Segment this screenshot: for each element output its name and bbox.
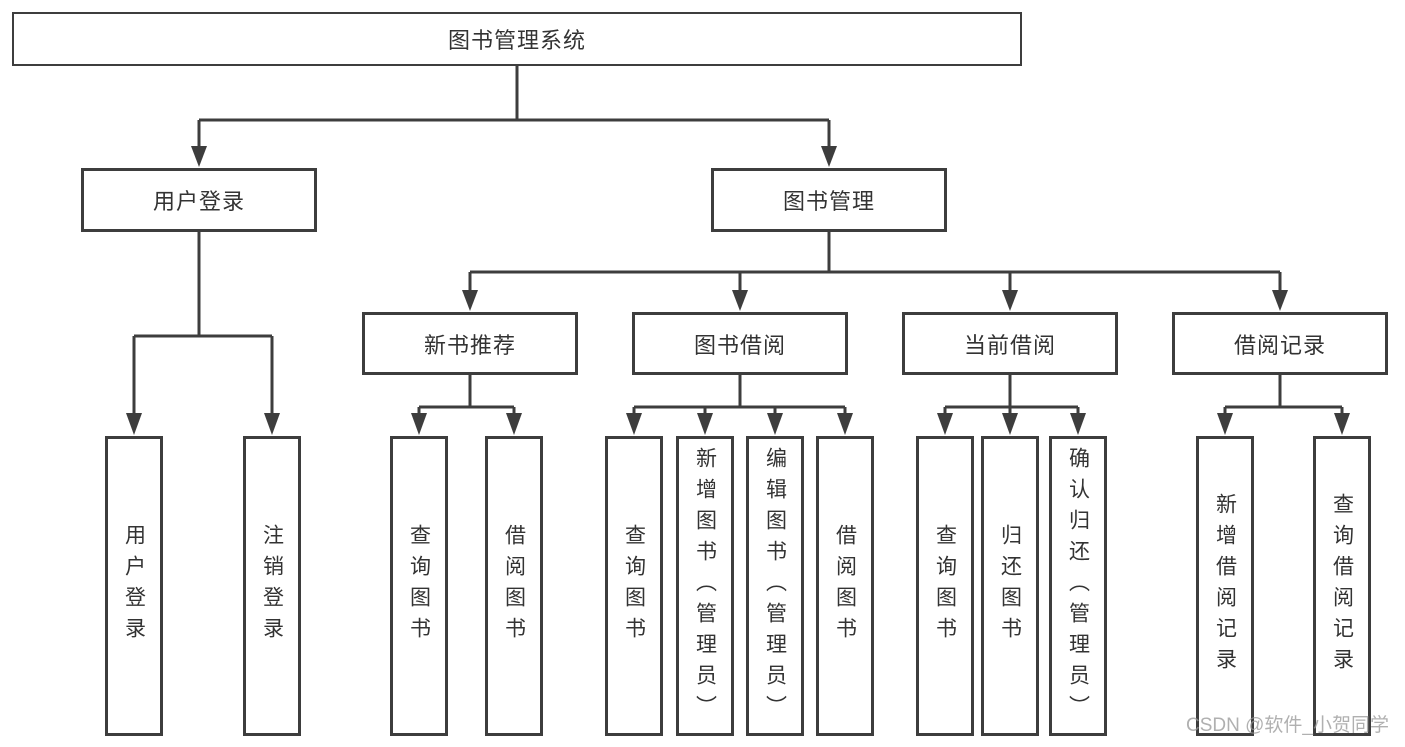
node-borrow-records: 借阅记录 [1172, 312, 1388, 375]
node-leaf-confirm-return-admin: 确认归还（管理员） [1049, 436, 1107, 736]
leaf-label: 查询图书 [622, 524, 646, 648]
node-leaf-borrow-book-recommend: 借阅图书 [485, 436, 543, 736]
node-leaf-user-login: 用户登录 [105, 436, 163, 736]
leaf-label: 借阅图书 [833, 524, 857, 648]
node-new-book-recommend: 新书推荐 [362, 312, 578, 375]
leaf-label: 查询图书 [407, 524, 431, 648]
connector-root-to-level2 [197, 66, 831, 150]
node-leaf-query-book-recommend: 查询图书 [390, 436, 448, 736]
leaf-label: 注销登录 [260, 524, 284, 648]
node-leaf-return-book: 归还图书 [981, 436, 1039, 736]
node-leaf-add-book-admin: 新增图书（管理员） [676, 436, 734, 736]
node-leaf-query-book-borrow: 查询图书 [605, 436, 663, 736]
node-leaf-query-borrow-record: 查询借阅记录 [1313, 436, 1371, 736]
leaf-label: 编辑图书（管理员） [763, 446, 787, 726]
leaf-label: 用户登录 [122, 524, 146, 648]
leaf-label: 新增图书（管理员） [693, 446, 717, 726]
node-book-management: 图书管理 [711, 168, 947, 232]
node-leaf-add-borrow-record: 新增借阅记录 [1196, 436, 1254, 736]
node-current-borrow: 当前借阅 [902, 312, 1118, 375]
node-library-system: 图书管理系统 [12, 12, 1022, 66]
node-leaf-query-book-current: 查询图书 [916, 436, 974, 736]
arrowheads [126, 146, 1350, 435]
node-leaf-edit-book-admin: 编辑图书（管理员） [746, 436, 804, 736]
leaf-label: 归还图书 [998, 524, 1022, 648]
node-book-borrow: 图书借阅 [632, 312, 848, 375]
connector-newbook-to-children [417, 375, 516, 416]
leaf-label: 查询借阅记录 [1330, 493, 1354, 679]
node-user-login: 用户登录 [81, 168, 317, 232]
connector-currentborrow-to-children [943, 375, 1080, 416]
connector-userlogin-to-children [132, 232, 274, 416]
leaf-label: 查询图书 [933, 524, 957, 648]
leaf-label: 确认归还（管理员） [1066, 446, 1090, 726]
connector-bookmgmt-to-level3 [468, 232, 1282, 293]
node-leaf-borrow-book: 借阅图书 [816, 436, 874, 736]
connector-borrowrecords-to-children [1223, 375, 1344, 416]
node-leaf-logout: 注销登录 [243, 436, 301, 736]
csdn-watermark: CSDN @软件_小贺同学 [1186, 715, 1389, 736]
leaf-label: 借阅图书 [502, 524, 526, 648]
leaf-label: 新增借阅记录 [1213, 493, 1237, 679]
connector-bookborrow-to-children [632, 375, 847, 416]
